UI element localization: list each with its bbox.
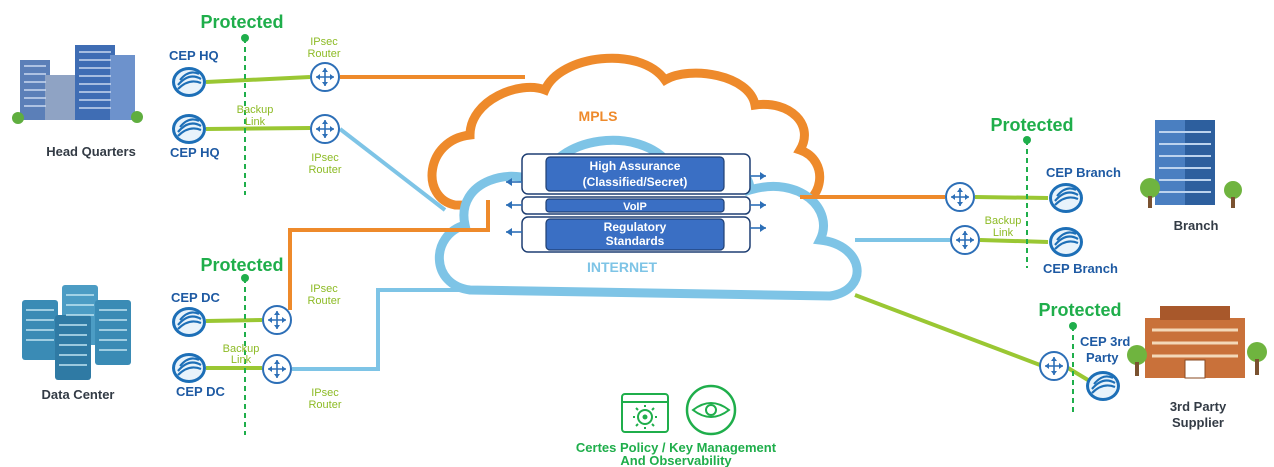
backup-label-branch: Backup Link xyxy=(985,215,1022,239)
tunnel-high-label-2: (Classified/Secret) xyxy=(583,175,688,189)
ipsec-label-hq-1: IPsec Router xyxy=(307,36,340,60)
tunnel-voip: VoIP xyxy=(521,196,751,215)
ipsec-router-icon xyxy=(950,225,980,255)
svg-text:IPsec: IPsec xyxy=(311,387,339,399)
svg-text:Link: Link xyxy=(993,227,1014,239)
cep-device-icon xyxy=(170,112,208,146)
tunnel-reg-label-2: Standards xyxy=(606,234,665,248)
cep-hq-label-2: CEP HQ xyxy=(170,145,220,160)
ipsec-router-icon xyxy=(262,305,292,335)
ipsec-router-icon xyxy=(945,182,975,212)
dc-internet-link xyxy=(292,288,470,371)
cep-hq-label-1: CEP HQ xyxy=(169,48,219,63)
branch-protected-link xyxy=(974,195,1049,200)
cep-device-icon xyxy=(170,305,208,339)
cep-dc-label-2: CEP DC xyxy=(176,384,225,399)
cep-branch-label-1: CEP Branch xyxy=(1046,165,1121,180)
tunnel-regulatory: Regulatory Standards xyxy=(521,216,751,253)
svg-text:Link: Link xyxy=(245,116,266,128)
building-icon xyxy=(12,45,143,124)
internet-label: INTERNET xyxy=(587,259,657,275)
cep-branch-label-2: CEP Branch xyxy=(1043,261,1118,276)
svg-text:IPsec: IPsec xyxy=(311,152,339,164)
cep-device-icon xyxy=(170,65,208,99)
thirdparty-protected-link xyxy=(1066,366,1090,382)
svg-text:Backup: Backup xyxy=(223,343,260,355)
site-label-thirdparty-2: Supplier xyxy=(1172,415,1224,430)
hq-internet-link xyxy=(338,127,447,212)
ipsec-router-icon xyxy=(1039,351,1069,381)
site-label-thirdparty-1: 3rd Party xyxy=(1170,399,1227,414)
hq-backup-link xyxy=(205,126,311,131)
site-label-hq: Head Quarters xyxy=(46,144,136,159)
ipsec-router-icon xyxy=(310,114,340,144)
svg-text:IPsec: IPsec xyxy=(310,283,338,295)
dc-mpls-link xyxy=(288,200,490,310)
tunnel-high-assurance: High Assurance (Classified/Secret) xyxy=(521,153,751,195)
svg-text:Router: Router xyxy=(307,295,340,307)
building-icon xyxy=(1140,120,1242,208)
cep-3rd-label-1: CEP 3rd xyxy=(1080,334,1130,349)
cep-device-icon xyxy=(1047,181,1085,215)
eye-icon xyxy=(685,384,737,436)
ipsec-router-icon xyxy=(262,354,292,384)
site-label-dc: Data Center xyxy=(42,387,115,402)
backup-label-hq: Backup Link xyxy=(237,104,274,128)
cep-dc-label-1: CEP DC xyxy=(171,290,220,305)
protected-boundary-thirdparty: Protected xyxy=(1038,300,1122,412)
backup-label-dc: Backup Link xyxy=(223,343,260,366)
ipsec-label-dc-1: IPsec Router xyxy=(307,283,340,307)
policy-label-2: And Observability xyxy=(620,453,732,467)
protected-label-dc: Protected xyxy=(200,255,283,275)
protected-label-branch: Protected xyxy=(990,115,1073,135)
site-label-branch: Branch xyxy=(1174,218,1219,233)
svg-text:Router: Router xyxy=(308,399,341,411)
svg-text:Backup: Backup xyxy=(237,104,274,116)
protected-boundary-branch: Protected xyxy=(990,115,1074,268)
protected-label-hq: Protected xyxy=(200,12,283,32)
protected-boundary-hq: Protected xyxy=(200,12,284,195)
svg-text:Router: Router xyxy=(307,48,340,60)
tunnel-voip-label: VoIP xyxy=(623,201,647,213)
cep-device-icon xyxy=(1047,225,1085,259)
building-icon xyxy=(1127,306,1267,379)
thirdparty-internet-link xyxy=(854,293,1041,367)
tunnel-reg-label-1: Regulatory xyxy=(604,220,667,234)
svg-text:Link: Link xyxy=(231,354,252,366)
protected-label-thirdparty: Protected xyxy=(1038,300,1121,320)
policy-label-1: Certes Policy / Key Management xyxy=(576,440,777,455)
ipsec-label-dc-2: IPsec Router xyxy=(308,387,341,411)
protected-boundary-dc: Protected xyxy=(200,255,284,435)
svg-text:Router: Router xyxy=(308,164,341,176)
mpls-label: MPLS xyxy=(579,108,618,124)
ipsec-label-hq-2: IPsec Router xyxy=(308,152,341,176)
ipsec-router-icon xyxy=(310,62,340,92)
hq-protected-link xyxy=(205,75,311,84)
svg-text:Backup: Backup xyxy=(985,215,1022,227)
dc-protected-link xyxy=(205,318,263,323)
tunnel-high-label-1: High Assurance xyxy=(590,159,681,173)
cep-3rd-label-2: Party xyxy=(1086,350,1119,365)
cep-device-icon xyxy=(1084,369,1122,403)
branch-backup-link xyxy=(979,238,1049,244)
gear-window-icon xyxy=(621,393,669,433)
svg-text:IPsec: IPsec xyxy=(310,36,338,48)
server-rack-icon xyxy=(22,285,131,380)
cep-device-icon xyxy=(170,351,208,385)
